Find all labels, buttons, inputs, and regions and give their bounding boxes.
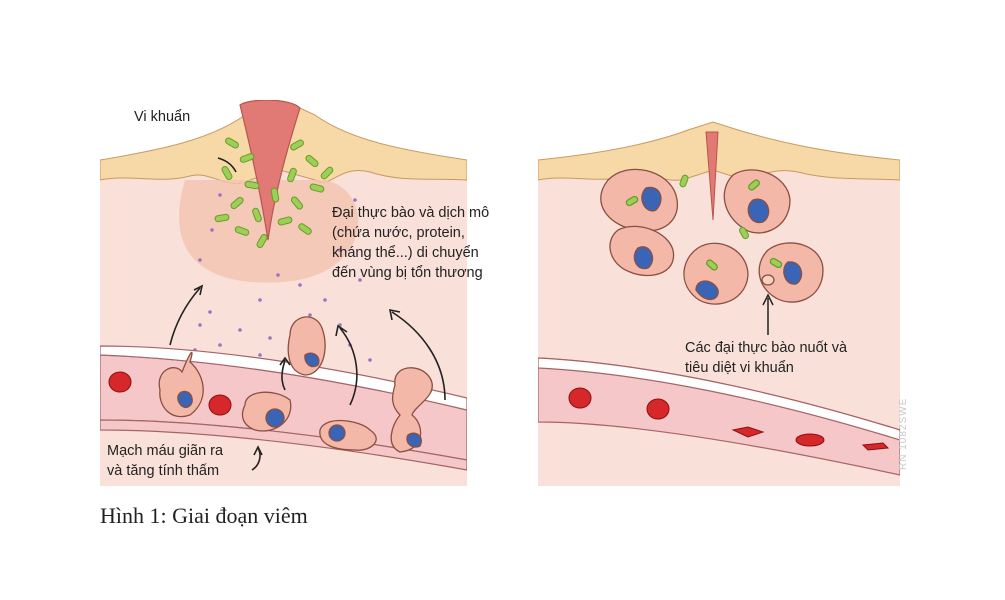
macrophage-cells bbox=[158, 316, 433, 453]
red-blood-cell bbox=[795, 433, 825, 447]
red-blood-cell bbox=[108, 371, 132, 393]
bacteria-group bbox=[214, 137, 334, 248]
right-panel-illustration bbox=[538, 100, 900, 486]
wound bbox=[239, 100, 301, 241]
red-blood-cell bbox=[568, 387, 592, 409]
red-blood-cell bbox=[861, 442, 890, 451]
label-line: và tăng tính thấm bbox=[107, 463, 220, 479]
label-phagocytosis: Các đại thực bào nuốt và tiêu diệt vi kh… bbox=[685, 338, 847, 378]
red-blood-cell bbox=[731, 426, 765, 438]
label-line: Các đại thực bào nuốt và bbox=[685, 340, 848, 356]
red-blood-cell bbox=[208, 394, 232, 416]
red-blood-cell bbox=[646, 398, 670, 420]
macrophage-cells bbox=[600, 168, 824, 305]
label-macrophage-fluid: Đại thực bào và dịch mô (chứa nước, prot… bbox=[332, 203, 489, 283]
label-line: đến vùng bị tổn thương bbox=[332, 265, 483, 281]
pointer-arrow bbox=[762, 293, 774, 335]
label-vessel: Mạch máu giãn ra và tăng tính thấm bbox=[107, 441, 223, 481]
healing-wound bbox=[705, 131, 719, 221]
label-line: kháng thể...) di chuyển bbox=[332, 245, 479, 261]
free-bacteria bbox=[679, 174, 750, 240]
migration-arrows bbox=[169, 157, 446, 471]
label-bacteria: Vi khuẩn bbox=[134, 109, 191, 125]
image-credit: RN 1082SWE bbox=[898, 397, 909, 470]
label-line: Mạch máu giãn ra bbox=[107, 443, 224, 459]
epidermis bbox=[100, 100, 467, 160]
label-line: tiêu diệt vi khuẩn bbox=[685, 360, 794, 376]
label-line: Đại thực bào và dịch mô bbox=[332, 205, 490, 221]
figure-caption: Hình 1: Giai đoạn viêm bbox=[100, 503, 308, 528]
left-panel-illustration bbox=[100, 100, 467, 486]
label-line: (chứa nước, protein, bbox=[332, 225, 465, 241]
